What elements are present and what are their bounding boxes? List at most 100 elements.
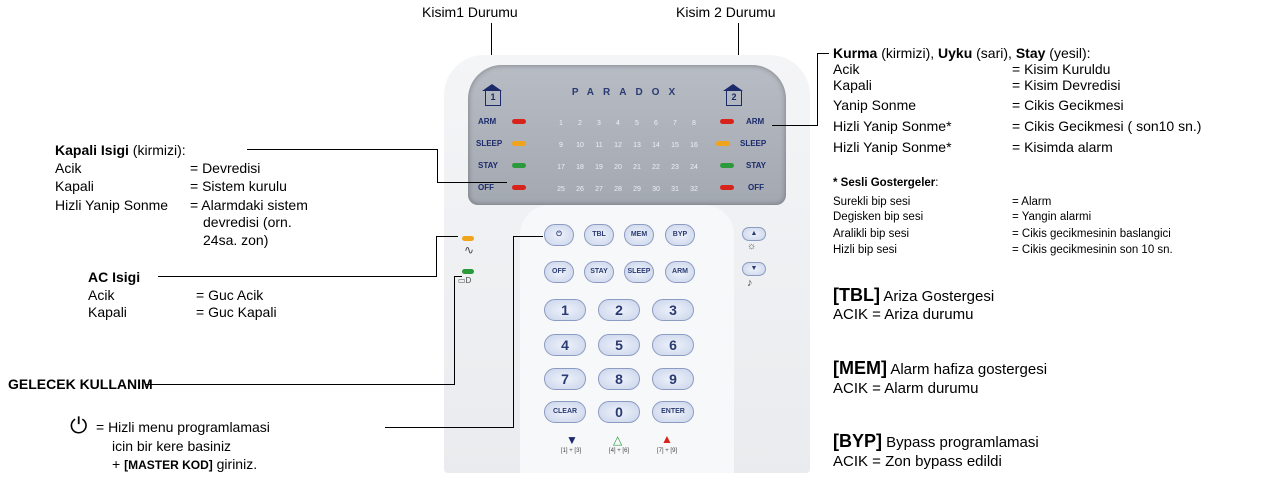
byp-key[interactable]: BYP xyxy=(665,224,695,246)
tbl-legend: [TBL] Ariza Gostergesi xyxy=(833,285,995,305)
scroll-down-key[interactable]: ▼ xyxy=(742,262,766,276)
mem-key[interactable]: MEM xyxy=(624,224,654,246)
stay-key[interactable]: STAY xyxy=(584,261,614,283)
ac-symbol-icon: ∿ xyxy=(464,243,475,257)
zone-number: 15 xyxy=(671,142,679,149)
ac-row-state: Kapali xyxy=(88,304,127,320)
zone-number: 4 xyxy=(616,120,620,127)
zone-number: 19 xyxy=(595,164,603,171)
key-8[interactable]: 8 xyxy=(598,368,640,390)
zone-number: 20 xyxy=(614,164,622,171)
kurma-label: Kurma xyxy=(833,45,878,61)
power-note-line1: = Hizli menu programlamasi xyxy=(96,419,270,435)
zone-number: 10 xyxy=(576,142,584,149)
tbl-state: ACIK = Ariza durumu xyxy=(833,306,974,323)
arm-row-meaning: = Kisimda alarm xyxy=(1012,139,1113,155)
chime-note-icon: ♪ xyxy=(747,277,753,289)
zone-number: 31 xyxy=(671,186,679,193)
left-stay-label: STAY xyxy=(478,161,499,170)
future-use-led xyxy=(462,269,474,274)
ac-row-meaning: = Guc Kapali xyxy=(196,304,277,320)
hotkey-medical: [4] + [6] xyxy=(608,448,630,454)
partition1-leader-line xyxy=(491,23,492,75)
ac-row-state: Acik xyxy=(88,287,115,303)
off-row-state: Acik xyxy=(55,160,82,176)
zone-number: 32 xyxy=(690,186,698,193)
key-7[interactable]: 7 xyxy=(544,368,586,390)
arm-row-meaning: = Kisim Kuruldu xyxy=(1012,61,1111,77)
zone-number: 27 xyxy=(595,186,603,193)
zone-number: 29 xyxy=(633,186,641,193)
key-4[interactable]: 4 xyxy=(544,334,586,356)
audible-heading: * Sesli Gostergeler: xyxy=(833,177,939,189)
future-use-label: GELECEK KULLANIM xyxy=(8,376,153,392)
right-sleep-label: SLEEP xyxy=(740,139,767,148)
tbl-key[interactable]: TBL xyxy=(584,224,614,246)
key-6[interactable]: 6 xyxy=(652,334,694,356)
ac-led xyxy=(462,236,474,241)
stay-color: (yesil): xyxy=(1045,45,1091,61)
power-icon: ⏻ xyxy=(70,413,88,438)
zone-number: 11 xyxy=(595,142,603,149)
scroll-up-key[interactable]: ▲ xyxy=(742,227,766,241)
key-5[interactable]: 5 xyxy=(598,334,640,356)
arm-row-meaning: = Kisim Devredisi xyxy=(1012,77,1121,93)
brightness-icon: ☼ xyxy=(747,241,757,252)
arm-row-state: Hizli Yanip Sonme* xyxy=(833,139,952,155)
key-1[interactable]: 1 xyxy=(544,299,586,321)
uyku-label: Uyku xyxy=(938,45,973,61)
zone-number: 12 xyxy=(614,142,622,149)
future-leader-v xyxy=(454,276,455,385)
key-3[interactable]: 3 xyxy=(652,299,694,321)
byp-state: ACIK = Zon bypass edildi xyxy=(833,453,1002,470)
power-leader-h xyxy=(385,427,514,428)
mem-state: ACIK = Alarm durumu xyxy=(833,380,979,397)
right-sleep-led xyxy=(716,141,730,146)
key-0[interactable]: 0 xyxy=(598,401,640,423)
off-row-continuation: 24sa. zon) xyxy=(203,232,269,248)
off-leader-h xyxy=(247,149,438,150)
partition1-status-label: Kisim1 Durumu xyxy=(422,4,518,20)
enter-key[interactable]: ENTER xyxy=(652,401,694,423)
arm-key[interactable]: ARM xyxy=(665,261,695,283)
keypad-image: PARADOX 1 2 ARM SLEEP STAY OFF ARM SLEEP… xyxy=(444,55,810,473)
future-leader-to-led xyxy=(454,276,462,277)
power-leader-v xyxy=(513,236,514,428)
zone-number: 24 xyxy=(690,164,698,171)
future-leader-h xyxy=(146,384,455,385)
audible-meaning: = Yangin alarmi xyxy=(1012,211,1092,223)
kurma-color: (kirmizi), xyxy=(877,45,939,61)
zone-number: 1 xyxy=(559,120,563,127)
arm-leader-top xyxy=(817,53,829,54)
audible-meaning: = Cikis gecikmesinin baslangici xyxy=(1012,228,1171,240)
zone-number: 18 xyxy=(576,164,584,171)
partition2-leader-line xyxy=(738,23,739,75)
sleep-key[interactable]: SLEEP xyxy=(624,261,654,283)
arm-leader-h xyxy=(772,125,818,126)
key-2[interactable]: 2 xyxy=(598,299,640,321)
uyku-color: (sari), xyxy=(972,45,1016,61)
off-key[interactable]: OFF xyxy=(544,261,574,283)
hotkey-police: [1] + [3] xyxy=(560,448,582,454)
zone-number: 17 xyxy=(557,164,565,171)
ac-leader-v xyxy=(436,236,437,277)
medical-icon: △ xyxy=(613,433,623,447)
zone-number: 26 xyxy=(576,186,584,193)
power-note-line2: icin bir kere basiniz xyxy=(112,438,232,454)
zone-number: 22 xyxy=(652,164,660,171)
clear-key[interactable]: CLEAR xyxy=(544,401,586,423)
zone-number: 30 xyxy=(652,186,660,193)
zone-number: 28 xyxy=(614,186,622,193)
left-sleep-label: SLEEP xyxy=(476,139,503,148)
partition2-status-label: Kisim 2 Durumu xyxy=(676,4,776,20)
arm-row-state: Kapali xyxy=(833,77,872,93)
off-row-continuation: devredisi (orn. xyxy=(203,214,292,230)
battery-icon: ▭D xyxy=(458,276,472,285)
left-sleep-led xyxy=(512,141,526,146)
off-row-state: Kapali xyxy=(55,178,94,194)
key-9[interactable]: 9 xyxy=(652,368,694,390)
zone-number: 3 xyxy=(597,120,601,127)
audible-sound: Aralikli bip sesi xyxy=(833,228,910,240)
off-leader-to-led xyxy=(437,182,507,183)
power-key[interactable]: ⏻ xyxy=(544,224,574,246)
